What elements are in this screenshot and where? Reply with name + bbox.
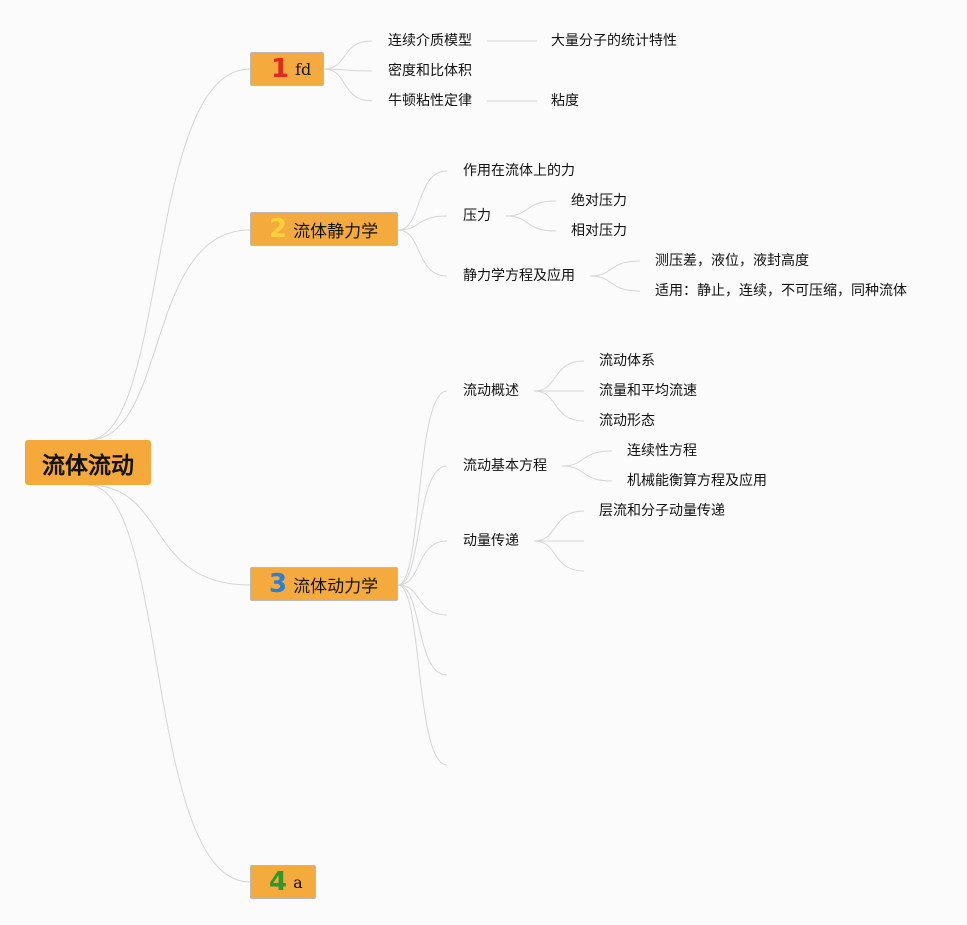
branch-label: fd: [295, 59, 312, 79]
topic-flow-overview[interactable]: 流动概述: [463, 383, 519, 399]
topic-momentum-transfer[interactable]: 动量传递: [463, 533, 519, 549]
connector-curve: [533, 540, 585, 572]
number-4-icon: 4: [269, 867, 288, 897]
topic-basic-flow-equations[interactable]: 流动基本方程: [463, 458, 547, 474]
topic-density-specific-volume[interactable]: 密度和比体积: [388, 63, 472, 79]
topic-flow-system[interactable]: 流动体系: [599, 353, 655, 369]
connector-curve: [323, 68, 373, 72]
topic-absolute-pressure[interactable]: 绝对压力: [571, 193, 627, 209]
topic-continuity-equation[interactable]: 连续性方程: [627, 443, 697, 459]
connector-curve: [505, 215, 557, 232]
connector-curve: [397, 584, 448, 766]
connector-curve: [87, 68, 251, 441]
connector-curve: [589, 260, 641, 277]
connector-curve: [533, 390, 585, 422]
topic-hydrostatic-conditions[interactable]: 适用：静止，连续，不可压缩，同种流体: [655, 283, 907, 299]
branch-label: a: [293, 872, 303, 892]
connector-curve: [533, 510, 585, 542]
number-2-icon: 2: [269, 214, 288, 244]
connector-curve: [561, 465, 613, 482]
topic-hydrostatic-equation[interactable]: 静力学方程及应用: [463, 268, 575, 284]
connector-curve: [397, 465, 448, 586]
connector-curve: [87, 484, 251, 586]
connector-curve: [323, 40, 373, 70]
connector-curve: [397, 229, 448, 277]
topic-viscosity[interactable]: 粘度: [551, 93, 579, 109]
connector-curve: [561, 450, 613, 467]
topic-continuum-model[interactable]: 连续介质模型: [388, 33, 472, 49]
connector-curve: [87, 229, 251, 441]
topic-hydrostatic-applications[interactable]: 测压差，液位，液封高度: [655, 253, 809, 269]
connector-curve: [397, 584, 448, 616]
topic-flow-regime[interactable]: 流动形态: [599, 413, 655, 429]
topic-relative-pressure[interactable]: 相对压力: [571, 223, 627, 239]
root-node[interactable]: 流体流动: [25, 440, 151, 485]
branch-label: 流体动力学: [293, 576, 379, 597]
topic-molecular-statistics[interactable]: 大量分子的统计特性: [551, 33, 677, 49]
connector-curve: [397, 390, 448, 586]
connector-curve: [87, 484, 251, 883]
branch-node-4[interactable]: 4 a: [250, 865, 316, 899]
connector-curve: [397, 540, 448, 586]
number-1-icon: 1: [271, 54, 290, 84]
branch-node-2[interactable]: 2 流体静力学: [250, 212, 398, 246]
number-3-icon: 3: [269, 569, 288, 599]
topic-laminar-molecular-momentum[interactable]: 层流和分子动量传递: [599, 503, 725, 519]
connector-curve: [505, 200, 557, 217]
branch-label: 流体静力学: [293, 221, 379, 242]
topic-energy-balance[interactable]: 机械能衡算方程及应用: [627, 473, 767, 489]
branch-node-3[interactable]: 3 流体动力学: [250, 567, 398, 601]
topic-newton-viscosity-law[interactable]: 牛顿粘性定律: [388, 93, 472, 109]
connector-curve: [533, 360, 585, 392]
topic-pressure[interactable]: 压力: [463, 208, 491, 224]
connector-curve: [589, 275, 641, 292]
connector-curve: [397, 170, 448, 231]
topic-flow-rate-velocity[interactable]: 流量和平均流速: [599, 383, 697, 399]
topic-forces-on-fluid[interactable]: 作用在流体上的力: [463, 163, 575, 179]
connector-curve: [397, 215, 448, 231]
connector-curve: [397, 584, 448, 676]
connector-curve: [323, 68, 373, 102]
branch-node-1[interactable]: 1 fd: [250, 52, 324, 86]
